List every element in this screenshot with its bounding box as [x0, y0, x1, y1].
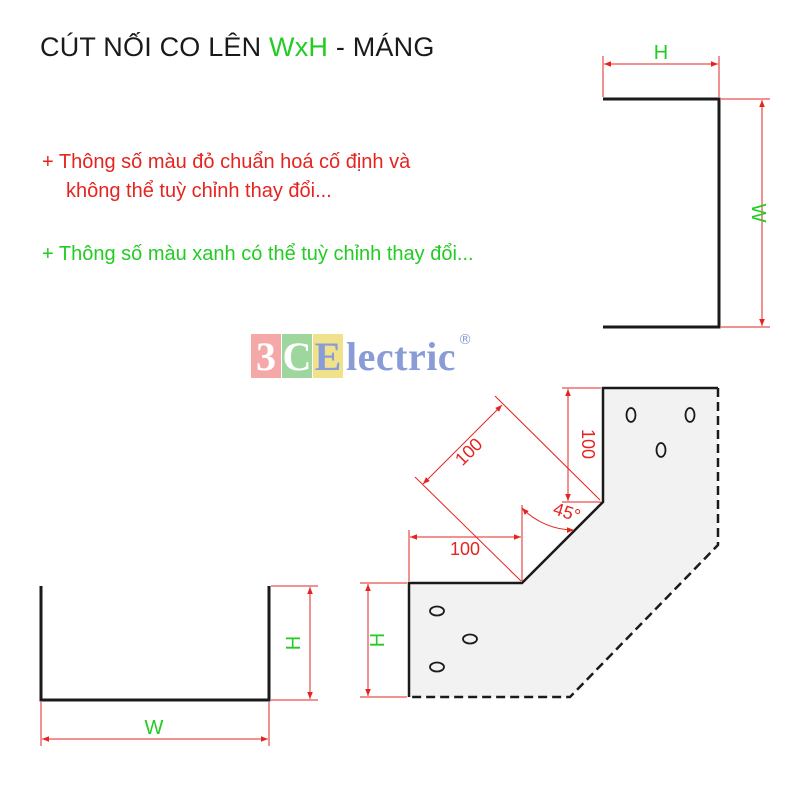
angle-arc: [521, 507, 575, 533]
slot-lower-3: [429, 661, 445, 673]
registered-mark: ®: [458, 332, 473, 348]
h-bottom-label: H: [283, 636, 305, 650]
dim-100-diagonal: 100: [451, 434, 486, 469]
h-fitting-label: H: [367, 633, 389, 647]
dim100-d-ext-top: [494, 395, 601, 501]
slot-lower-1: [429, 605, 445, 617]
dim100-d-line: [422, 404, 503, 485]
angle-label: 45°: [551, 499, 583, 526]
bottom-cross-section: W H: [39, 585, 318, 746]
red-note: + Thông số màu đỏ chuẩn hoá cố định và k…: [42, 148, 410, 206]
slot-upper-2: [684, 407, 696, 423]
h-top-label: H: [654, 42, 668, 64]
dim100-d-ext-bottom: [414, 476, 522, 582]
brand-logo: 3 C E lectric ®: [251, 332, 472, 380]
fitting-outline: [407, 386, 718, 697]
w-right-label: W: [747, 204, 769, 223]
page-title: CÚT NỐI CO LÊN WxH - MÁNG: [40, 32, 435, 63]
top-cross-section: H W: [602, 42, 770, 329]
slot-lower-2: [462, 633, 478, 645]
logo-box-e: E: [313, 333, 343, 379]
logo-box-c: C: [282, 333, 312, 379]
logo-word: lectric: [346, 333, 457, 379]
title-suffix: - MÁNG: [328, 32, 435, 62]
slot-upper-1: [625, 407, 637, 423]
green-note: + Thông số màu xanh có thể tuỳ chỉnh tha…: [42, 243, 474, 265]
top-channel-profile: [603, 97, 721, 329]
slot-upper-3: [655, 442, 667, 458]
red-note-line2: không thể tuỳ chỉnh thay đổi...: [66, 180, 332, 202]
angled-fitting: H 100 100 100 45°: [360, 386, 720, 699]
title-prefix: CÚT NỐI CO LÊN: [40, 32, 270, 62]
dim-100-vertical: 100: [578, 429, 598, 459]
title-highlight: WxH: [269, 32, 329, 62]
w-bottom-label: W: [145, 717, 164, 739]
dim-100-horizontal: 100: [450, 539, 480, 559]
logo-box-3: 3: [251, 334, 281, 379]
fitting-dashed-edge: [409, 388, 720, 699]
bottom-channel-profile: [39, 586, 271, 702]
red-note-line1: + Thông số màu đỏ chuẩn hoá cố định và: [42, 151, 411, 173]
